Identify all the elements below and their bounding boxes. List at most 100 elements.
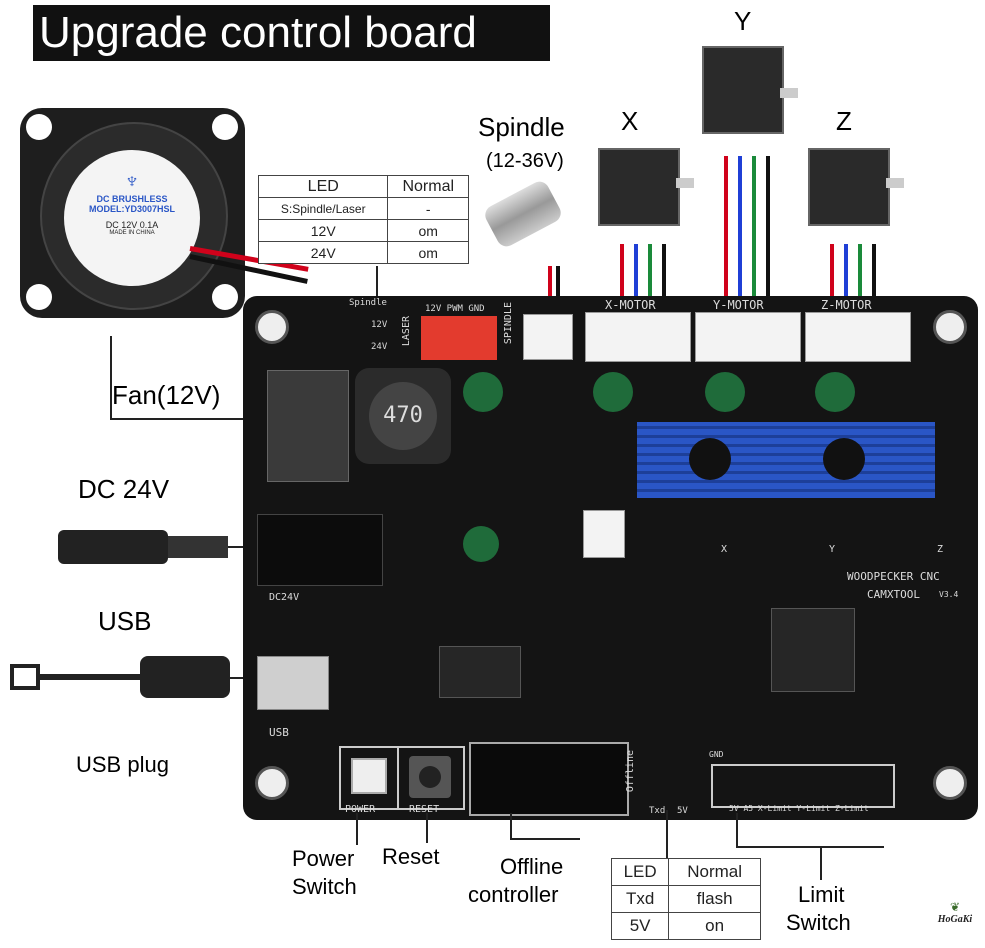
control-board: X-MOTOR Y-MOTOR Z-MOTOR 12V PWM GND LASE… — [243, 296, 978, 820]
callout-line — [110, 418, 340, 420]
dc-power-cable — [168, 536, 228, 558]
capacitor — [463, 526, 499, 562]
power-switch-outline — [339, 746, 399, 810]
x-wire-black — [662, 244, 666, 296]
callout-line — [426, 813, 428, 843]
brand-silk: WOODPECKER CNC — [847, 570, 940, 583]
mount-hole — [255, 766, 289, 800]
page-title: Upgrade control board — [33, 5, 550, 61]
dc-power-label: DC 24V — [78, 474, 170, 504]
reset-button-outline — [397, 746, 465, 810]
spindle-connector — [523, 314, 573, 360]
spindle-led-silk: Spindle — [349, 298, 387, 308]
z-wire-green — [858, 244, 862, 296]
pwm-header-silk: 12V PWM GND — [425, 304, 485, 314]
laser-silk: LASER — [401, 316, 412, 347]
z-wire-red — [830, 244, 834, 296]
z-motor-label: Z — [836, 106, 852, 136]
usb-port — [257, 656, 329, 710]
y-wire-blue — [738, 156, 742, 296]
reset-button[interactable] — [419, 766, 441, 788]
led-24v-silk: 24V — [371, 342, 388, 352]
spindle-wire-red — [548, 266, 552, 298]
y-wire-red — [724, 156, 728, 296]
y-stepper-motor — [702, 46, 784, 134]
fan-sticker-text: MODEL:YD3007HSL — [88, 204, 176, 214]
x-motor-shaft — [676, 178, 694, 188]
usb-plug-connector — [140, 656, 230, 698]
spindle-silk: SPINDLE — [503, 302, 514, 345]
laser-connector — [421, 316, 497, 360]
table-header: Normal — [387, 175, 469, 198]
callout-line — [510, 813, 512, 839]
power-switch-label: Power — [292, 846, 355, 871]
led-table-top: LED Normal S:Spindle/Laser - 12V om 24V … — [257, 175, 469, 264]
usb-serial-chip — [439, 646, 521, 698]
table-cell: 12V — [257, 219, 389, 242]
power-switch-label: Switch — [292, 874, 357, 899]
z-stepper-motor — [808, 148, 890, 226]
limit-switch-label: Limit — [798, 882, 845, 907]
usb-label: USB — [98, 606, 152, 636]
z-wire-black — [872, 244, 876, 296]
inductor: 470 — [355, 368, 451, 464]
usb-cable-end — [10, 664, 40, 690]
table-cell: S:Spindle/Laser — [257, 197, 389, 220]
dc-jack — [257, 514, 383, 586]
power-switch[interactable] — [351, 758, 387, 794]
x-motor-label: X — [621, 106, 639, 136]
callout-line — [376, 266, 378, 296]
gnd-silk: GND — [709, 750, 724, 759]
z-motor-shaft — [886, 178, 904, 188]
x-motor-connector — [585, 312, 691, 362]
fan-sticker-text: DC BRUSHLESS — [96, 194, 168, 204]
dc-power-plug — [58, 530, 168, 564]
spindle-voltage-label: (12-36V) — [486, 150, 564, 172]
y-wire-green — [752, 156, 756, 296]
capacitor — [463, 372, 503, 412]
led-table-bottom: LED Normal Txd flash 5V on — [610, 858, 761, 940]
power-silk: POWER — [345, 804, 376, 815]
fan-mount-hole — [212, 284, 238, 310]
led-12v-silk: 12V — [371, 320, 388, 330]
spindle-motor — [481, 178, 565, 250]
fan-mount-hole — [26, 114, 52, 140]
table-header: Normal — [668, 858, 761, 886]
x-motor-silk: X-MOTOR — [605, 298, 656, 312]
y-wire-black — [766, 156, 770, 296]
fan-label: Fan(12V) — [112, 380, 221, 410]
axis-y-silk: Y — [829, 544, 836, 555]
table-header: LED — [610, 858, 670, 886]
x-wire-green — [648, 244, 652, 296]
cooling-fan: ♆ DC BRUSHLESS MODEL:YD3007HSL DC 12V 0.… — [20, 108, 309, 318]
callout-line — [736, 846, 884, 848]
limit-switch-header — [711, 764, 895, 808]
offline-silk: Offline — [625, 750, 636, 793]
brand-silk: CAMXTOOL — [867, 588, 920, 601]
inductor-marking: 470 — [369, 382, 437, 450]
capacitor — [705, 372, 745, 412]
mount-hole — [255, 310, 289, 344]
fan-mount-hole — [26, 284, 52, 310]
offline-controller-label: Offline — [500, 854, 564, 879]
fan-logo-icon: ♆ — [123, 168, 141, 193]
spindle-label: Spindle — [478, 112, 565, 142]
table-cell: om — [387, 219, 469, 242]
fan-connector — [583, 510, 625, 558]
dc24v-silk: DC24V — [269, 592, 300, 603]
axis-z-silk: Z — [937, 544, 944, 555]
microcontroller-chip — [771, 608, 855, 692]
heatsink-screw — [689, 438, 731, 480]
callout-line — [736, 813, 738, 847]
5v-silk: 5V — [677, 806, 688, 816]
usb-cable — [40, 674, 140, 680]
y-motor-label: Y — [734, 6, 752, 36]
table-cell: - — [387, 197, 469, 220]
z-motor-connector — [805, 312, 911, 362]
capacitor — [815, 372, 855, 412]
mount-hole — [933, 766, 967, 800]
y-motor-silk: Y-MOTOR — [713, 298, 764, 312]
heatsink-screw — [823, 438, 865, 480]
fan-sticker: ♆ DC BRUSHLESS MODEL:YD3007HSL DC 12V 0.… — [64, 150, 200, 286]
x-wire-blue — [634, 244, 638, 296]
